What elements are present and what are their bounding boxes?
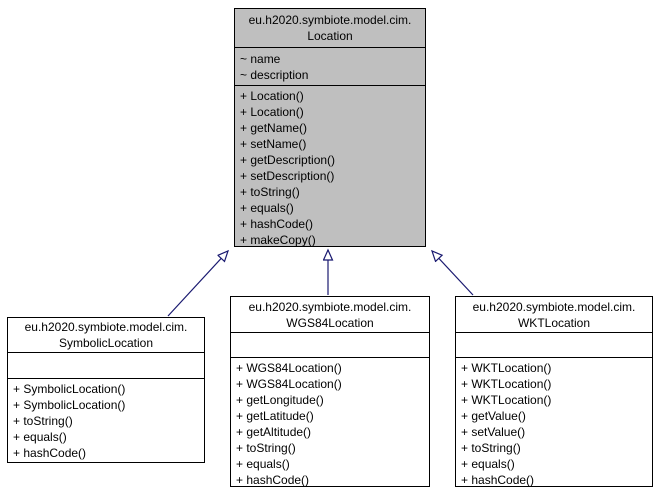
- inheritance-arrow-symboliclocation: [167, 251, 228, 317]
- class-method: + getValue(): [461, 409, 526, 423]
- class-method: + getName(): [240, 121, 308, 135]
- class-box-wktlocation[interactable]: eu.h2020.symbiote.model.cim.WKTLocation …: [455, 296, 653, 487]
- class-attributes-wktlocation: [456, 333, 652, 358]
- inheritance-arrow-wktlocation: [432, 251, 474, 296]
- class-method: + Location(): [240, 89, 304, 103]
- class-method: + SymbolicLocation(): [13, 382, 126, 396]
- class-attributes-location: ~ name ~ description: [235, 48, 425, 86]
- class-attribute: ~ description: [240, 68, 309, 82]
- class-method: + hashCode(): [236, 473, 310, 486]
- class-methods-location: + Location() + Location() + getName() + set…: [235, 86, 425, 246]
- class-title-wgs84location: eu.h2020.symbiote.model.cim.WGS84Locatio…: [231, 297, 429, 333]
- class-method: + WGS84Location(): [236, 377, 342, 391]
- class-title-location: eu.h2020.symbiote.model.cim. Location: [235, 9, 425, 48]
- class-method: + WKTLocation(): [461, 377, 552, 391]
- class-title-wktlocation: eu.h2020.symbiote.model.cim.WKTLocation: [456, 297, 652, 333]
- class-method: + hashCode(): [461, 473, 535, 486]
- class-method: + SymbolicLocation(): [13, 398, 126, 412]
- class-title-symboliclocation: eu.h2020.symbiote.model.cim. SymbolicLoca…: [8, 318, 204, 353]
- class-title-line: SymbolicLocation: [58, 336, 154, 350]
- class-method: + toString(): [236, 441, 296, 455]
- class-method: + makeCopy(): [240, 233, 316, 246]
- class-method: + getLatitude(): [236, 409, 314, 423]
- class-method: + equals(): [13, 430, 67, 444]
- class-method: + equals(): [240, 201, 294, 215]
- class-method: + getDescription(): [240, 153, 336, 167]
- class-method: + toString(): [461, 441, 521, 455]
- class-box-location[interactable]: eu.h2020.symbiote.model.cim. Location ~ n…: [234, 8, 426, 247]
- class-attributes-symboliclocation: [8, 353, 204, 379]
- class-title-line: Location: [307, 29, 353, 43]
- class-method: + WKTLocation(): [461, 393, 552, 407]
- class-method: + WGS84Location(): [236, 361, 342, 375]
- class-title-line: WKTLocation: [517, 315, 591, 330]
- class-attribute: ~ name: [240, 52, 281, 66]
- class-method: + hashCode(): [13, 446, 87, 460]
- class-method: + equals(): [236, 457, 290, 471]
- class-method: + getLongitude(): [236, 393, 324, 407]
- class-box-symboliclocation[interactable]: eu.h2020.symbiote.model.cim. SymbolicLoca…: [7, 317, 205, 463]
- class-box-wgs84location[interactable]: eu.h2020.symbiote.model.cim.WGS84Locatio…: [230, 296, 430, 487]
- class-title-line: WGS84Location: [286, 315, 374, 330]
- class-method: + toString(): [240, 185, 300, 199]
- class-method: + toString(): [13, 414, 73, 428]
- class-method: + setDescription(): [240, 169, 335, 183]
- class-method: + equals(): [461, 457, 515, 471]
- class-methods-wgs84location: + WGS84Location() + WGS84Location() + getL…: [231, 358, 429, 486]
- class-method: + hashCode(): [240, 217, 314, 231]
- class-methods-wktlocation: + WKTLocation() + WKTLocation() + WKTLocat…: [456, 358, 652, 486]
- class-methods-symboliclocation: + SymbolicLocation() + SymbolicLocation()…: [8, 379, 204, 462]
- class-title-line: eu.h2020.symbiote.model.cim.: [248, 13, 412, 27]
- class-method: + getAltitude(): [236, 425, 312, 439]
- class-title-line: eu.h2020.symbiote.model.cim.: [24, 320, 188, 334]
- class-method: + setName(): [240, 137, 307, 151]
- class-title-line: eu.h2020.symbiote.model.cim.: [472, 299, 636, 314]
- class-method: + Location(): [240, 105, 304, 119]
- class-method: + setValue(): [461, 425, 526, 439]
- class-title-line: eu.h2020.symbiote.model.cim.: [248, 299, 412, 314]
- class-method: + WKTLocation(): [461, 361, 552, 375]
- class-attributes-wgs84location: [231, 333, 429, 358]
